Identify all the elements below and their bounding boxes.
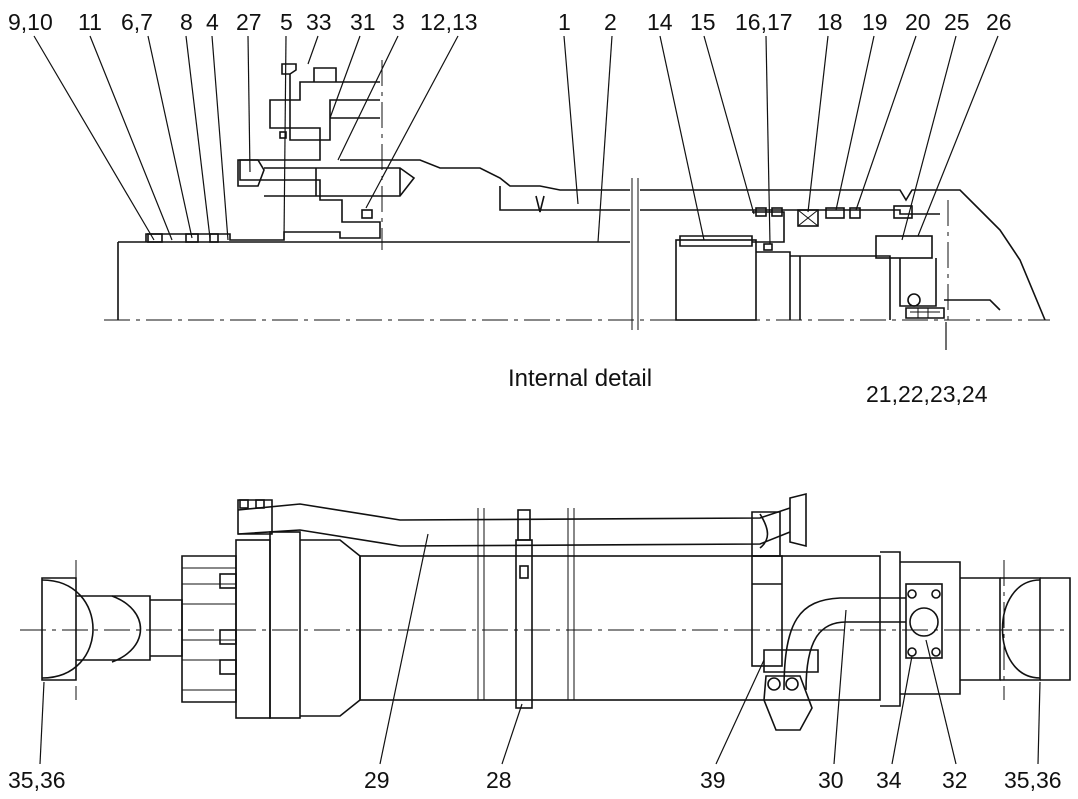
label-35-36-right: 35,36	[1004, 767, 1062, 793]
cylinder-tube	[340, 159, 630, 211]
label-12-13: 12,13	[420, 9, 478, 35]
top-leader-lines	[33, 35, 999, 350]
label-19: 19	[862, 9, 888, 35]
label-5: 5	[280, 9, 293, 35]
top-callouts: 9,10 11 6,7 8 4 27 5 33 31 3 12,13 1 2 1…	[8, 9, 1012, 35]
label-25: 25	[944, 9, 970, 35]
cylinder-tube-ext	[359, 555, 881, 701]
internal-detail-section	[104, 60, 1050, 330]
label-30: 30	[818, 767, 844, 793]
break-lines-bottom	[477, 508, 575, 700]
label-8: 8	[180, 9, 193, 35]
rod-guide	[145, 81, 381, 242]
label-29: 29	[364, 767, 390, 793]
label-2: 2	[604, 9, 617, 35]
label-20: 20	[905, 9, 931, 35]
label-26: 26	[986, 9, 1012, 35]
label-15: 15	[690, 9, 716, 35]
label-32: 32	[942, 767, 968, 793]
head-bolt	[237, 159, 265, 187]
label-3: 3	[392, 9, 405, 35]
break-lines-top	[631, 178, 639, 330]
label-11: 11	[78, 9, 102, 35]
label-28: 28	[486, 767, 512, 793]
cylinder-assembly-view	[20, 492, 1071, 731]
mounting-bracket	[751, 555, 783, 667]
label-16-17: 16,17	[735, 9, 793, 35]
label-14: 14	[647, 9, 673, 35]
bottom-leader-lines	[39, 533, 1041, 765]
caption-internal-detail: Internal detail	[508, 365, 652, 392]
head-flange-ext	[235, 539, 271, 719]
end-cap-right	[880, 551, 901, 707]
label-9-10: 9,10	[8, 9, 53, 35]
rod-eye-left	[41, 577, 77, 681]
head-nuts	[181, 555, 237, 703]
piston	[675, 239, 757, 321]
hydraulic-pipe	[237, 503, 791, 547]
rod-eye-right	[1000, 577, 1041, 681]
label-34: 34	[876, 767, 902, 793]
label-31: 31	[350, 9, 376, 35]
label-39: 39	[700, 767, 726, 793]
label-6-7: 6,7	[121, 9, 153, 35]
label-27: 27	[236, 9, 262, 35]
piston-rod	[117, 241, 630, 320]
label-1: 1	[558, 9, 571, 35]
label-18: 18	[817, 9, 843, 35]
label-33: 33	[306, 9, 332, 35]
return-pipe	[783, 597, 906, 691]
bottom-callouts: 35,36 29 28 39 30 34 32 35,36	[8, 767, 1062, 793]
label-35-36-left: 35,36	[8, 767, 66, 793]
split-flange	[905, 583, 943, 659]
label-21-24: 21,22,23,24	[866, 381, 988, 407]
label-4: 4	[206, 9, 219, 35]
head-flange	[289, 99, 380, 141]
